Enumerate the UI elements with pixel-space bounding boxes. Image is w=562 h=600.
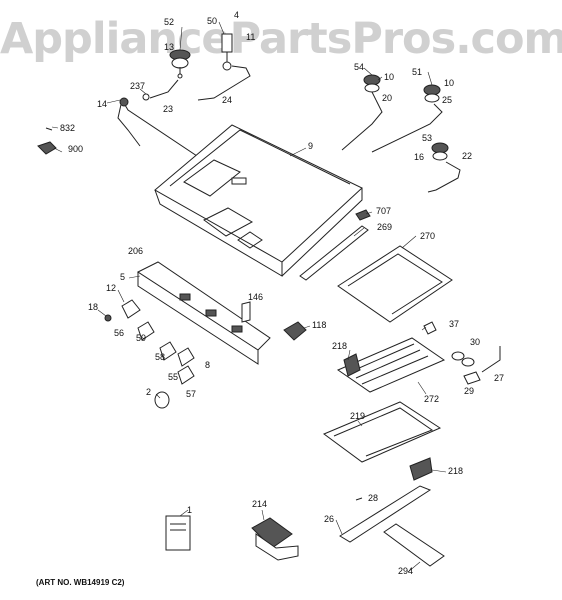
fitting-237: [142, 93, 150, 101]
art-number: (ART NO. WB14919 C2): [36, 578, 125, 587]
knob-18: [104, 314, 112, 322]
callout-label: 30: [470, 337, 480, 347]
burner-box-tray: [154, 124, 363, 277]
callout-label: 5: [120, 272, 125, 282]
callout-label: 218: [448, 466, 463, 476]
callout-label: 9: [308, 141, 313, 151]
gas-tube-22: [427, 161, 461, 193]
oven-baffle-219: [322, 401, 442, 463]
callout-label: 24: [222, 95, 232, 105]
burner-valve-right-3: [431, 142, 449, 161]
callout-label: 1: [187, 505, 192, 515]
callout-label: 294: [398, 566, 413, 576]
small-valve-part: [221, 33, 233, 71]
callout-label: 10: [444, 78, 454, 88]
callout-label: 219: [350, 411, 365, 421]
gas-tube-20: [341, 99, 383, 151]
callout-label: 18: [88, 302, 98, 312]
part-37: [423, 321, 437, 335]
callout-label: 218: [332, 341, 347, 351]
oven-burner-tube-26: [339, 485, 432, 543]
part-118: [283, 321, 307, 341]
callout-label: 51: [412, 67, 422, 77]
callout-label: 26: [324, 514, 334, 524]
callout-label: 146: [248, 292, 263, 302]
callout-label: 25: [442, 95, 452, 105]
callout-label: 54: [354, 62, 364, 72]
callout-label: 269: [377, 222, 392, 232]
screw-28: [355, 497, 363, 501]
valve-brackets: [121, 299, 195, 385]
watermark: AppliancePartsPros.com: [0, 14, 562, 64]
callout-label: 14: [97, 99, 107, 109]
gas-tube-24: [197, 65, 251, 101]
callout-label: 900: [68, 144, 83, 154]
callout-label: 214: [252, 499, 267, 509]
callout-label: 237: [130, 81, 145, 91]
manual-1: [165, 515, 191, 551]
callout-label: 13: [164, 42, 174, 52]
callout-label: 4: [234, 10, 239, 20]
drip-pan-270: [337, 245, 453, 323]
callout-label: 29: [464, 386, 474, 396]
callout-label: 20: [382, 93, 392, 103]
callout-label: 832: [60, 123, 75, 133]
callout-label: 59: [136, 333, 146, 343]
callout-label: 11: [246, 32, 255, 42]
gas-tube-23: [149, 79, 179, 99]
callout-label: 16: [414, 152, 424, 162]
callout-label: 57: [186, 389, 196, 399]
callout-label: 270: [420, 231, 435, 241]
burner-valve-right-2: [423, 84, 441, 103]
burner-valve-top-left: [169, 49, 191, 79]
clip-146: [241, 301, 251, 323]
callout-label: 50: [207, 16, 217, 26]
part-707: [355, 209, 371, 221]
igniter-218-bottom: [409, 457, 433, 481]
callout-label: 206: [128, 246, 143, 256]
callout-label: 12: [106, 283, 116, 293]
callout-label: 37: [449, 319, 459, 329]
regulator-214: [251, 517, 299, 561]
callout-label: 58: [155, 352, 165, 362]
callout-label: 55: [168, 372, 178, 382]
baffle-294: [383, 523, 445, 567]
callout-label: 272: [424, 394, 439, 404]
gas-tube-25: [371, 103, 443, 153]
callout-label: 23: [163, 104, 173, 114]
callout-label: 2: [146, 387, 151, 397]
broil-burner-272: [336, 337, 446, 393]
screw-832: [45, 127, 53, 131]
strip-269: [299, 225, 369, 281]
callout-label: 22: [462, 151, 472, 161]
callout-label: 56: [114, 328, 124, 338]
callout-label: 53: [422, 133, 432, 143]
callout-label: 27: [494, 373, 504, 383]
callout-label: 28: [368, 493, 378, 503]
callout-label: 118: [312, 320, 326, 330]
orifice-fittings: [451, 346, 501, 385]
clip-900: [37, 141, 57, 155]
front-rail: [136, 261, 271, 365]
knob-2: [154, 391, 170, 409]
callout-label: 8: [205, 360, 210, 370]
callout-label: 707: [376, 206, 391, 216]
burner-valve-right-1: [363, 74, 381, 101]
callout-label: 52: [164, 17, 174, 27]
callout-label: 10: [384, 72, 394, 82]
